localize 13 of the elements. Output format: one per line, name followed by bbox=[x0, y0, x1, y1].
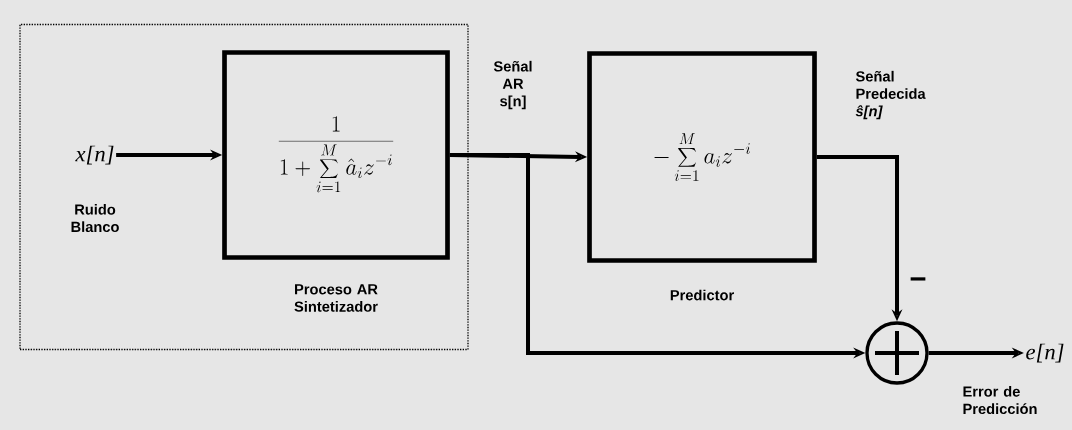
block-box: $\frac{1}{1+\displaystyle\sum_{i=1}^{M}\hat{a}_{i} z^{-i}}$ bbox=[222, 50, 450, 260]
dotted-boundary bbox=[19, 23, 469, 351]
block-caption: Proceso AR Sintetizador bbox=[294, 284, 378, 312]
edge-label: Señal AR s[n] bbox=[493, 60, 532, 110]
edge-label: Señal Predecida ŝ[n] bbox=[855, 70, 926, 120]
block-caption: Predictor bbox=[670, 289, 734, 301]
summing-junction bbox=[865, 321, 929, 385]
signal-label: e[n] bbox=[1026, 343, 1064, 363]
block-caption: Error de Predicción bbox=[963, 385, 1037, 415]
block-box: $-\sum_{i=1}^{M} a_{i} z^{-i}$ bbox=[587, 51, 817, 263]
sign-label: − bbox=[910, 277, 926, 281]
block-caption: Ruido Blanco bbox=[71, 203, 119, 233]
signal-label: x[n] bbox=[75, 145, 114, 165]
